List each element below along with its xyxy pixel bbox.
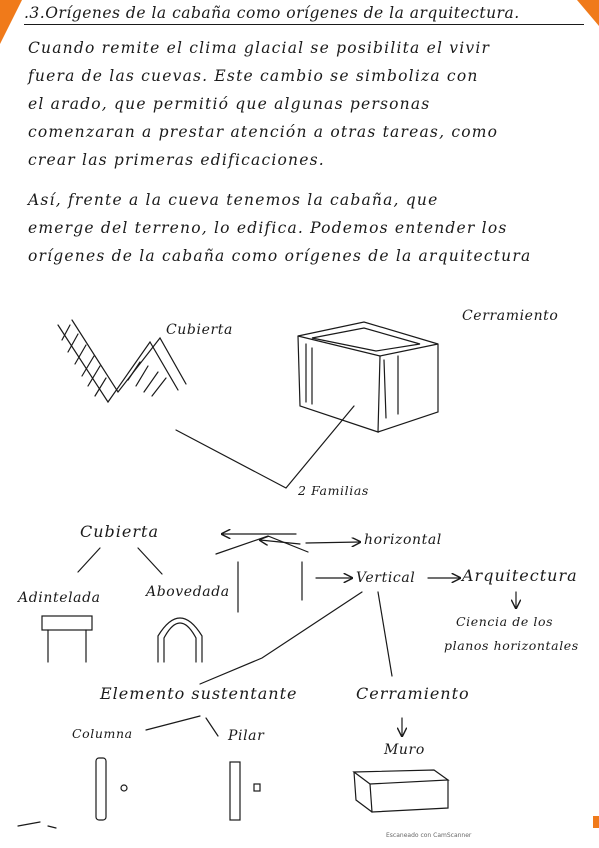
label-cerramiento: Cerramiento — [356, 684, 470, 703]
paragraph-line: Cuando remite el clima glacial se posibi… — [28, 39, 491, 57]
connector-familias — [175, 405, 355, 489]
label-cerramiento-top: Cerramiento — [462, 308, 559, 324]
roof-sketch — [57, 319, 187, 404]
pillar-sketch — [229, 761, 261, 821]
label-familias: 2 Familias — [298, 483, 369, 498]
label-columna: Columna — [72, 726, 133, 741]
label-abovedada: Abovedada — [146, 584, 230, 600]
scanner-footer: Escaneado con CamScanner — [386, 832, 472, 839]
label-cubierta-top: Cubierta — [166, 322, 233, 338]
column-sketch — [95, 757, 128, 821]
label-arquitectura: Arquitectura — [462, 566, 578, 585]
lintel-sketch — [41, 615, 93, 663]
wall-sketch — [352, 769, 450, 813]
paragraph-line: fuera de las cuevas. Este cambio se simb… — [28, 67, 479, 85]
orange-corner-top-right — [577, 0, 599, 26]
paragraph-2: Así, frente a la cueva tenemos la cabaña… — [28, 186, 578, 270]
vault-sketch — [157, 617, 203, 663]
section-title: .3.Orígenes de la cabaña como orígenes d… — [24, 4, 584, 25]
label-muro: Muro — [384, 742, 425, 758]
label-elemento-sustentante: Elemento sustentante — [100, 684, 298, 703]
paragraph-1: Cuando remite el clima glacial se posibi… — [28, 34, 578, 174]
orange-corner-bottom-right — [593, 816, 599, 828]
label-pilar: Pilar — [228, 728, 265, 744]
enclosure-sketch — [297, 321, 439, 433]
paragraph-line: crear las primeras edificaciones. — [28, 151, 325, 169]
orange-corner-top-left — [0, 0, 22, 44]
label-adintelada: Adintelada — [18, 590, 101, 606]
label-vertical: Vertical — [356, 570, 416, 586]
paragraph-line: Así, frente a la cueva tenemos la cabaña… — [28, 191, 439, 209]
label-ciencia-line-1: Ciencia de los — [456, 614, 554, 629]
paragraph-line: orígenes de la cabaña como orígenes de l… — [28, 247, 532, 265]
paragraph-line: el arado, que permitió que algunas perso… — [28, 95, 431, 113]
label-horizontal: horizontal — [364, 532, 442, 548]
label-ciencia-line-2: planos horizontales — [444, 638, 579, 653]
label-cubierta: Cubierta — [80, 522, 159, 541]
paragraph-line: emerge del terreno, lo edifica. Podemos … — [28, 219, 508, 237]
house-sketch — [215, 535, 309, 613]
paragraph-line: comenzaran a prestar atención a otras ta… — [28, 123, 499, 141]
